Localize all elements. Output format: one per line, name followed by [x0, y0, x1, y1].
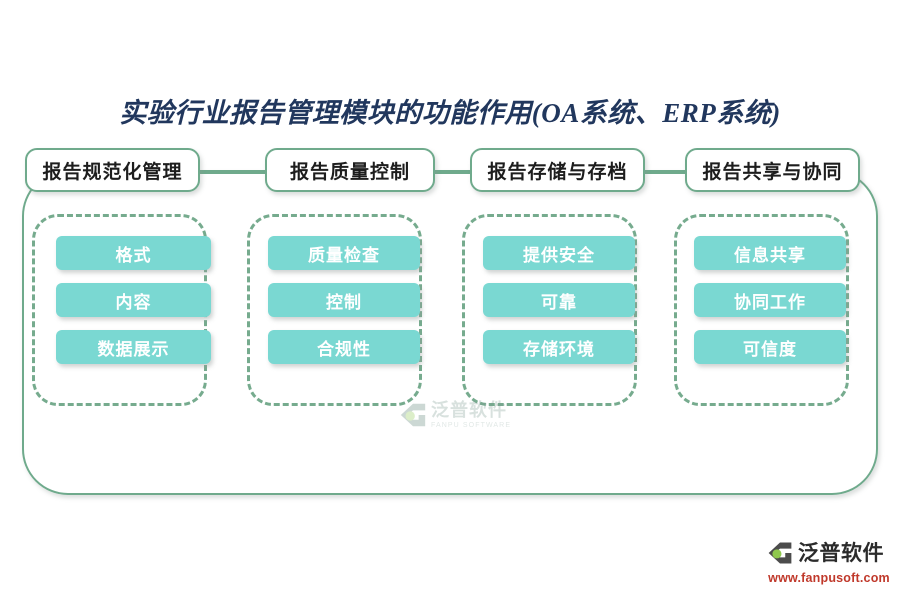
column-group-2 — [247, 214, 422, 406]
column-header-report-sharing-collaboration[interactable]: 报告共享与协同 — [685, 148, 860, 192]
column-header-label: 报告质量控制 — [289, 161, 410, 183]
item-pill-label: 可信度 — [743, 339, 797, 359]
column-group-3 — [462, 214, 637, 406]
item-pill[interactable]: 可信度 — [694, 330, 846, 364]
column-header-label: 报告共享与协同 — [702, 161, 843, 183]
header-connector-1 — [200, 171, 265, 174]
header-connector-3 — [645, 171, 685, 174]
brand-logo-url: www.fanpusoft.com — [768, 571, 890, 585]
column-header-label: 报告规范化管理 — [42, 161, 183, 183]
item-pill[interactable]: 信息共享 — [694, 236, 846, 270]
item-pill-label: 可靠 — [541, 292, 577, 312]
column-header-report-storage-archiving[interactable]: 报告存储与存档 — [470, 148, 645, 192]
item-pill-label: 提供安全 — [523, 245, 595, 265]
item-pill-label: 存储环境 — [523, 339, 595, 359]
column-header-report-quality-control[interactable]: 报告质量控制 — [265, 148, 435, 192]
item-pill-label: 控制 — [326, 292, 362, 312]
item-pill[interactable]: 存储环境 — [483, 330, 635, 364]
brand-logo-row: 泛普软件 — [766, 538, 892, 568]
fanpu-logo-icon — [766, 539, 794, 567]
item-pill-label: 合规性 — [317, 339, 371, 359]
item-pill[interactable]: 格式 — [56, 236, 211, 270]
page-title: 实验行业报告管理模块的功能作用(OA系统、ERP系统) — [119, 98, 781, 128]
item-pill-label: 数据展示 — [97, 339, 170, 359]
item-pill-label: 信息共享 — [734, 245, 806, 265]
item-pill[interactable]: 提供安全 — [483, 236, 635, 270]
item-pill[interactable]: 质量检查 — [268, 236, 420, 270]
column-group-4 — [674, 214, 849, 406]
column-header-label: 报告存储与存档 — [487, 161, 628, 183]
item-pill[interactable]: 内容 — [56, 283, 211, 317]
item-pill[interactable]: 数据展示 — [56, 330, 211, 364]
item-pill-label: 协同工作 — [734, 292, 806, 312]
item-pill[interactable]: 可靠 — [483, 283, 635, 317]
item-pill[interactable]: 控制 — [268, 283, 420, 317]
brand-logo-cn: 泛普软件 — [798, 541, 884, 565]
header-connector-2 — [435, 171, 470, 174]
column-header-report-standardization[interactable]: 报告规范化管理 — [25, 148, 200, 192]
item-pill[interactable]: 合规性 — [268, 330, 420, 364]
item-pill-label: 质量检查 — [308, 245, 380, 265]
brand-logo: 泛普软件 www.fanpusoft.com — [766, 538, 892, 588]
item-pill-label: 格式 — [115, 245, 152, 265]
item-pill[interactable]: 协同工作 — [694, 283, 846, 317]
item-pill-label: 内容 — [115, 292, 152, 312]
